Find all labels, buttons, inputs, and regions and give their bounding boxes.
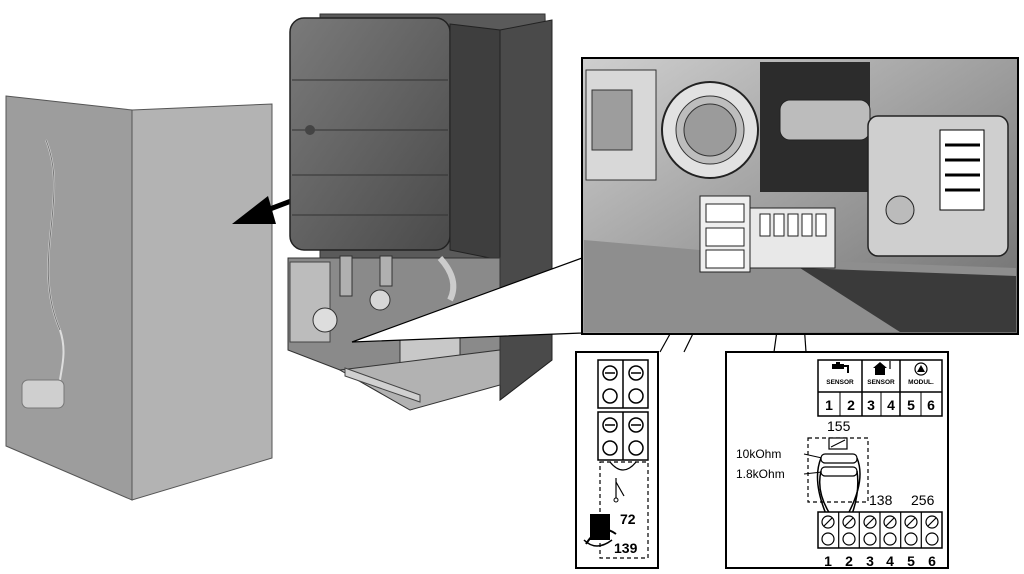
terminal-number: 6	[928, 553, 936, 569]
terminal-number: 4	[886, 553, 894, 569]
right-terminal-inset: SENSOR SENSOR MODUL. 1 2 3 4 5 6 155 10k…	[725, 351, 949, 569]
label-155: 155	[827, 418, 851, 434]
modul-label: MODUL.	[908, 379, 934, 386]
terminal-number: 1	[824, 553, 832, 569]
label-10k-ohm: 10kOhm	[736, 447, 781, 461]
header-number: 6	[927, 397, 935, 413]
label-256: 256	[911, 492, 935, 508]
label-72: 72	[620, 511, 636, 527]
terminal-number: 2	[845, 553, 853, 569]
sensor-label-b: SENSOR	[867, 379, 895, 386]
house-thermo-icon	[873, 361, 891, 375]
tap-icon	[832, 362, 849, 373]
left-terminal-inset: 72 139	[575, 351, 659, 569]
header-number: 5	[907, 397, 915, 413]
photo-inset	[581, 57, 1019, 335]
label-139: 139	[614, 540, 638, 556]
label-138: 138	[869, 492, 893, 508]
flame-sensor-icon	[583, 514, 617, 547]
boiler-body	[287, 13, 553, 411]
header-number: 3	[867, 397, 875, 413]
terminal-block-upper	[597, 359, 649, 409]
header-number: 4	[887, 397, 895, 413]
sensor-label-a: SENSOR	[826, 379, 854, 386]
label-1-8k-ohm: 1.8kOhm	[736, 467, 785, 481]
terminal-block-lower	[597, 411, 649, 461]
resistor-wiring: 155 10kOhm 1.8kOhm 138 256	[736, 418, 935, 515]
front-casing	[5, 95, 273, 501]
terminal-number: 3	[866, 553, 874, 569]
header-number: 1	[825, 397, 833, 413]
terminal-number: 5	[907, 553, 915, 569]
pump-icon	[914, 362, 928, 376]
header-number: 2	[847, 397, 855, 413]
terminal-strip: 1 2 3 4 5 6	[817, 511, 943, 569]
sensor-header: SENSOR SENSOR MODUL. 1 2 3 4 5 6	[817, 359, 943, 417]
